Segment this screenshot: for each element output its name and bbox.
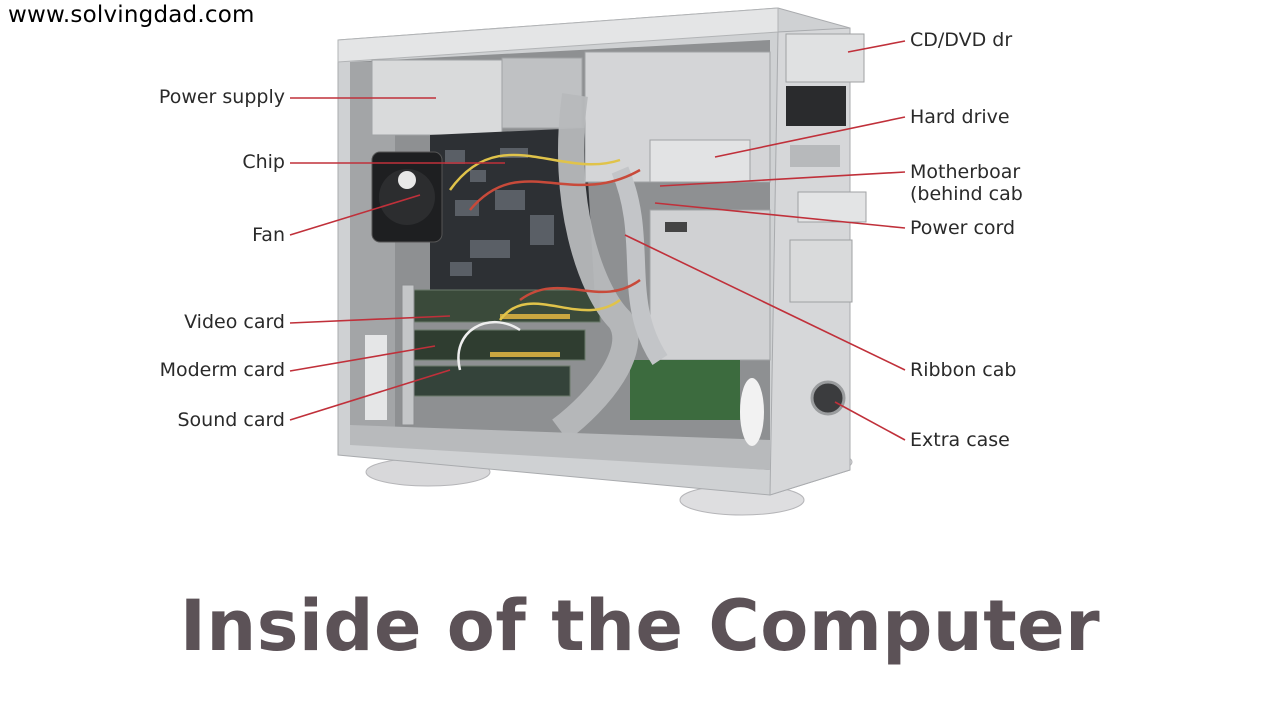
case-fan-grill — [810, 380, 846, 416]
label-power-cord: Power cord — [910, 217, 1016, 239]
label-behind-cables: (behind cab — [910, 183, 1023, 205]
label-sound-card: Sound card — [177, 409, 286, 431]
leader-line — [847, 40, 906, 53]
computer-case-illustration — [289, 7, 906, 516]
page-title: Inside of the Computer — [179, 585, 1101, 667]
label-extra-case: Extra case — [910, 429, 1010, 451]
sound-card — [409, 365, 571, 397]
label-moderm-card: Moderm card — [159, 359, 285, 381]
ribbon-cable — [552, 93, 639, 441]
leader-line — [289, 369, 451, 421]
leader-line — [659, 171, 906, 187]
leader-line — [289, 345, 436, 372]
extra-board — [630, 360, 740, 420]
label-cd-dvd-drive: CD/DVD dr — [910, 29, 1013, 51]
leader-line — [624, 234, 906, 371]
leader-lines — [289, 40, 906, 441]
leader-line — [654, 202, 906, 229]
hard-drive-bay — [649, 139, 751, 183]
leader-line — [289, 194, 421, 236]
ribbon-cable — [611, 166, 668, 365]
power-connector — [797, 191, 867, 223]
leader-line — [714, 116, 906, 158]
cd-dvd-drive — [785, 33, 865, 83]
label-hard-drive: Hard drive — [910, 106, 1010, 128]
label-power-supply: Power supply — [158, 86, 285, 108]
leader-line — [289, 315, 451, 324]
label-chip: Chip — [242, 151, 285, 173]
watermark-text: www.solvingdad.com — [8, 2, 255, 28]
case-floor — [350, 425, 770, 470]
label-ribbon-cable: Ribbon cab — [910, 359, 1017, 381]
label-fan: Fan — [252, 224, 285, 246]
label-motherboard: Motherboar — [910, 161, 1021, 183]
leader-line — [834, 401, 906, 441]
label-video-card: Video card — [184, 311, 285, 333]
drive-cage-lower — [649, 209, 771, 361]
